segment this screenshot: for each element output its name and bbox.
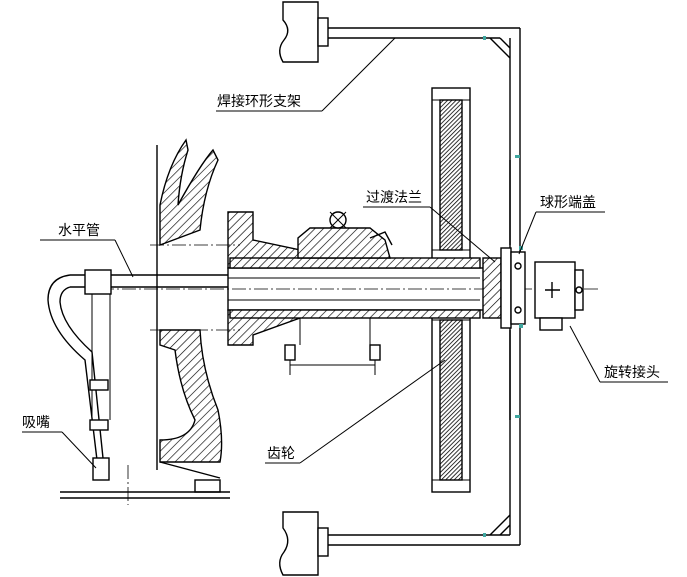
horizontal-suction-pipe [47, 269, 228, 461]
label-horizontal-pipe: 水平管 [58, 223, 100, 239]
label-rotary-joint: 旋转接头 [604, 364, 660, 381]
suction-nozzle [60, 457, 230, 505]
gearbox-housing [284, 211, 393, 375]
label-gear: 齿轮 [267, 446, 295, 462]
transition-flange [482, 247, 512, 329]
label-spherical-end-cap: 球形端盖 [540, 195, 596, 211]
label-suction-nozzle: 吸嘴 [22, 415, 50, 431]
leader-lines [22, 37, 668, 469]
bottom-support-block [279, 511, 329, 576]
label-welded-ring-frame: 焊接环形支架 [217, 93, 301, 110]
rotary-joint [534, 261, 584, 331]
top-support-block [279, 1, 329, 63]
impeller-casing [150, 138, 301, 493]
spherical-end-cap [510, 246, 526, 328]
label-transition-flange: 过渡法兰 [366, 190, 422, 206]
